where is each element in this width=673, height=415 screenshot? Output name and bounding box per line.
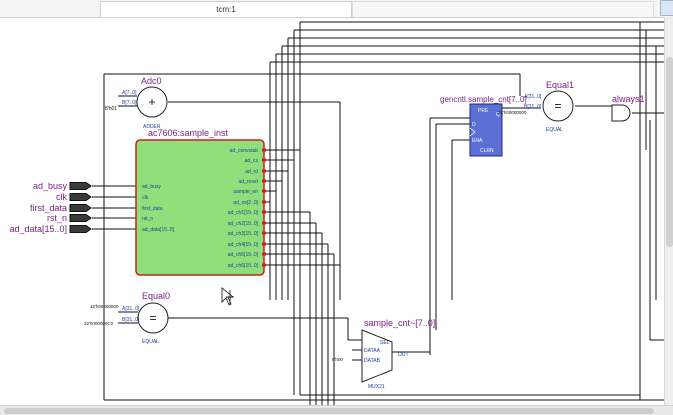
equal1-type: EQUAL: [546, 127, 563, 133]
instance-output-pin: ad_reset: [239, 179, 259, 185]
always1-name: always1: [612, 94, 645, 104]
instance-output-pin: ad_ch4[15..0]: [228, 242, 259, 248]
instance-output-pin: ad_ch1[15..0]: [228, 210, 259, 216]
mux-sel: SEL: [380, 340, 390, 346]
adder-op: +: [148, 95, 155, 109]
port-arrow-icon[interactable]: [69, 182, 92, 190]
instance-output-pin: ad_ch6[15..0]: [228, 263, 259, 269]
equal1-in-a: A[31..0]: [524, 94, 542, 100]
instance-name: ac7606:sample_inst: [148, 128, 229, 138]
vertical-scrollbar[interactable]: [664, 17, 673, 405]
tab-bar: tcm:1: [0, 0, 673, 18]
input-port-label: clk: [56, 192, 67, 202]
instance-output-pin: ad_convstab: [230, 148, 259, 154]
instance-input-pin: ad_busy: [142, 184, 161, 190]
equal0-in-a: A[31..0]: [122, 306, 140, 312]
instance-outputs: ad_convstab ad_cs ad_rd ad_reset sample_enad…: [228, 148, 266, 269]
pin-marker: [262, 210, 266, 214]
and-gate-icon: [611, 104, 631, 122]
mux-out: OUT: [398, 352, 409, 358]
instance-output-pin: ad_ch2[15..0]: [228, 221, 259, 227]
instance-output-pin: ad_ch5[15..0]: [228, 252, 259, 258]
mux-type: MUX21: [368, 384, 385, 390]
adder-type: ADDER: [143, 124, 161, 130]
mux-datab: DATAB: [364, 358, 381, 364]
instance-input-pin: rst_n: [142, 216, 153, 222]
tab-rtl-viewer[interactable]: tcm:1: [100, 1, 352, 17]
equal1-in-b: B[31..0]: [524, 104, 542, 110]
window-button[interactable]: [660, 0, 673, 16]
input-port-label: rst_n: [47, 213, 67, 223]
pin-marker: [262, 148, 266, 152]
wire-bundle: [92, 21, 664, 405]
adder-in-b: B[7..0]: [122, 100, 137, 106]
register-d: D: [472, 122, 476, 128]
equal0-type: EQUAL: [142, 339, 159, 345]
equal0-in-b: B[31..0]: [122, 317, 140, 323]
mux-sample-cnt[interactable]: sample_cnt~[7..0] SEL DATAA DATAB OUT MU…: [332, 318, 435, 390]
comparator-equal1[interactable]: = Equal1 EQUAL A[31..0] B[31..0] 32'h000…: [498, 80, 574, 133]
pin-marker: [262, 231, 266, 235]
cursor-icon: [221, 287, 235, 306]
instance-output-pin: ad_ch3[15..0]: [228, 231, 259, 237]
equal0-const1: 32'h00000000: [90, 304, 119, 309]
instance-body: [135, 139, 265, 276]
instance-input-pin: first_data: [142, 206, 163, 212]
equal0-op: =: [149, 311, 156, 325]
pin-marker: [262, 263, 266, 267]
horizontal-scroll-thumb[interactable]: [4, 408, 654, 414]
equal0-name: Equal0: [142, 291, 170, 301]
pin-marker: [262, 169, 266, 173]
register-clrn: CLRN: [480, 148, 494, 154]
adder-const: 8'h01: [105, 106, 117, 112]
register-sample-cnt[interactable]: gencntl.sample_cnt[7..0] PRE D Q ENA CLR…: [440, 95, 527, 157]
port-arrow-icon[interactable]: [69, 214, 92, 222]
pin-marker: [262, 221, 266, 225]
pin-marker: [262, 179, 266, 183]
instance-output-pin: ad_os[2..0]: [233, 200, 258, 206]
equal1-name: Equal1: [546, 80, 574, 90]
instance-output-pin: ad_cs: [245, 158, 259, 164]
port-arrow-icon[interactable]: [69, 225, 92, 233]
input-port-label: ad_data[15..0]: [9, 224, 67, 234]
input-port-label: first_data: [30, 203, 67, 213]
port-arrow-icon[interactable]: [69, 204, 92, 212]
pin-marker: [262, 158, 266, 162]
mux-const: 8'h00: [332, 357, 343, 362]
clock-triangle-icon: [469, 127, 476, 137]
horizontal-scrollbar[interactable]: [0, 405, 673, 415]
mux-dataa: DATAA: [364, 348, 381, 354]
register-q: Q: [496, 112, 500, 118]
input-port-label: ad_busy: [33, 181, 68, 191]
instance-input-pin: ad_data[15..0]: [142, 227, 175, 233]
mux-name: sample_cnt~[7..0]: [364, 318, 435, 328]
pin-marker: [262, 200, 266, 204]
pin-marker: [262, 252, 266, 256]
adder-name: Adc0: [141, 76, 162, 86]
register-ena: ENA: [472, 138, 483, 144]
instance-input-pin: clk: [142, 195, 149, 201]
adder-adc0[interactable]: + Adc0 ADDER A[7..0] B[7..0] 8'h01: [105, 76, 168, 130]
instance-output-pin: sample_en: [234, 189, 259, 195]
register-name: gencntl.sample_cnt[7..0]: [440, 95, 527, 104]
adder-in-a: A[7..0]: [122, 90, 137, 96]
comparator-equal0[interactable]: = Equal0 EQUAL A[31..0] B[31..0] 32'h000…: [84, 291, 170, 345]
pin-marker: [262, 189, 266, 193]
port-arrow-icon[interactable]: [69, 193, 92, 201]
register-pre: PRE: [478, 108, 489, 114]
and-gate-always1[interactable]: always1: [611, 94, 645, 122]
pin-marker: [262, 242, 266, 246]
equal1-const: 32'h00000000: [498, 110, 527, 115]
equal0-const2: 32'h000000C0: [84, 321, 114, 326]
vertical-scroll-thumb[interactable]: [666, 57, 673, 247]
equal1-op: =: [554, 99, 561, 113]
instance-output-pin: ad_rd: [245, 169, 258, 175]
tab-empty: [352, 1, 654, 17]
